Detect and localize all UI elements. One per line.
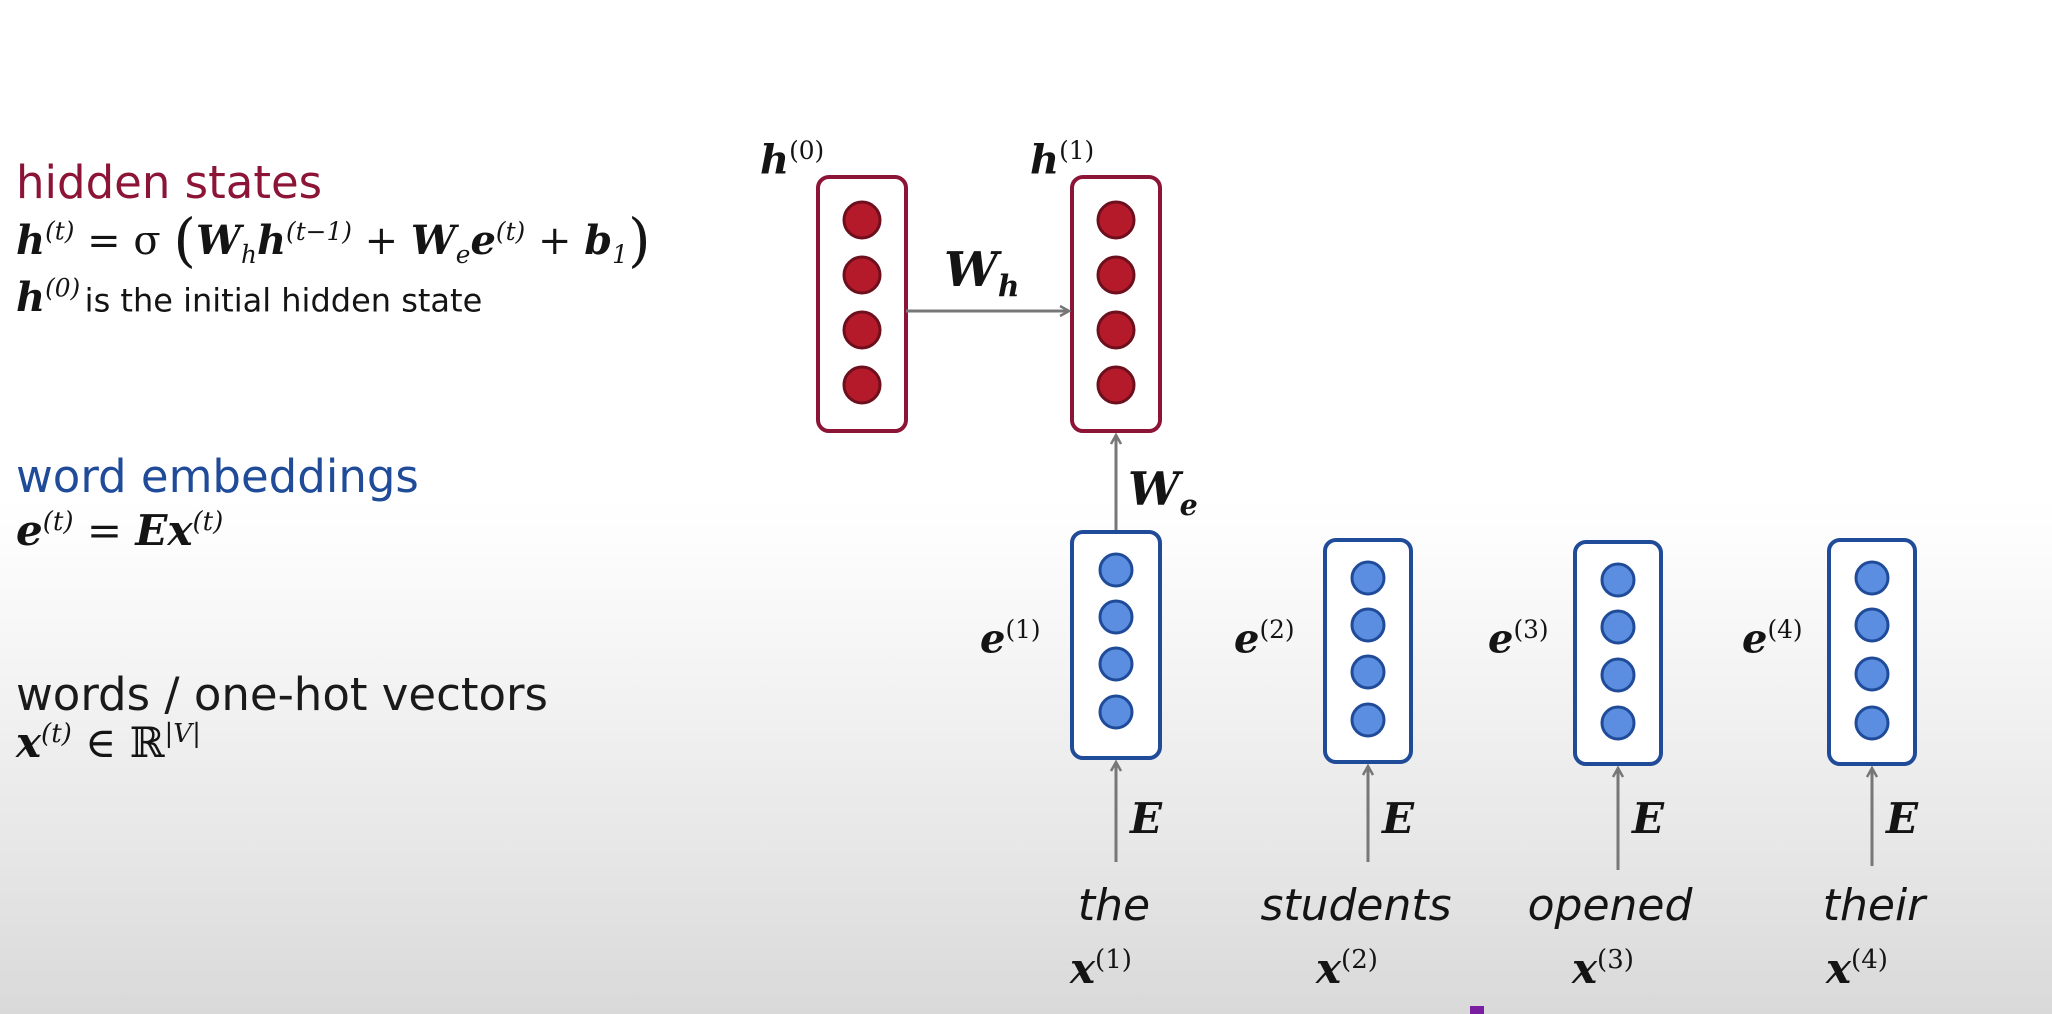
words-heading: words / one-hot vectors [16,668,548,721]
wh-label: Wh [944,242,1020,305]
E-label-2: E [1382,794,1415,843]
initial-hidden-state-note: h(0) is the initial hidden state [16,274,483,322]
e4-label: e(4) [1742,615,1803,663]
x3-label: x(3) [1572,944,1634,993]
cursor-marker [1470,1006,1484,1014]
eq-h-t: h(t) [16,216,75,265]
we-label: We [1128,462,1198,523]
hidden-states-heading: hidden states [16,156,323,209]
e1-label: e(1) [980,615,1041,663]
x2-label: x(2) [1316,944,1378,993]
hidden-state-0 [816,175,908,433]
word-1: the [1077,880,1151,931]
E-label-4: E [1886,794,1919,843]
embedding-2 [1323,538,1413,764]
embedding-3 [1573,540,1663,766]
h1-label: h(1) [1030,136,1095,184]
x4-label: x(4) [1826,944,1888,993]
one-hot-equation: x(t) ∈ ℝ|V| [16,718,201,767]
word-2: students [1260,880,1452,931]
E-label-3: E [1632,794,1665,843]
word-4: their [1822,880,1926,931]
word-embeddings-heading: word embeddings [16,450,419,503]
embedding-1 [1070,530,1162,760]
hidden-state-1 [1070,175,1162,433]
word-3: opened [1527,880,1693,931]
embedding-4 [1827,538,1917,766]
x1-label: x(1) [1070,944,1132,993]
e2-label: e(2) [1234,615,1295,663]
e3-label: e(3) [1488,615,1549,663]
h0-label: h(0) [760,136,825,184]
hidden-state-equation: h(t) = σ (Whh(t−1) + Wee(t) + b1) [16,206,651,274]
embedding-equation: e(t) = Ex(t) [16,506,224,555]
E-label-1: E [1130,794,1163,843]
